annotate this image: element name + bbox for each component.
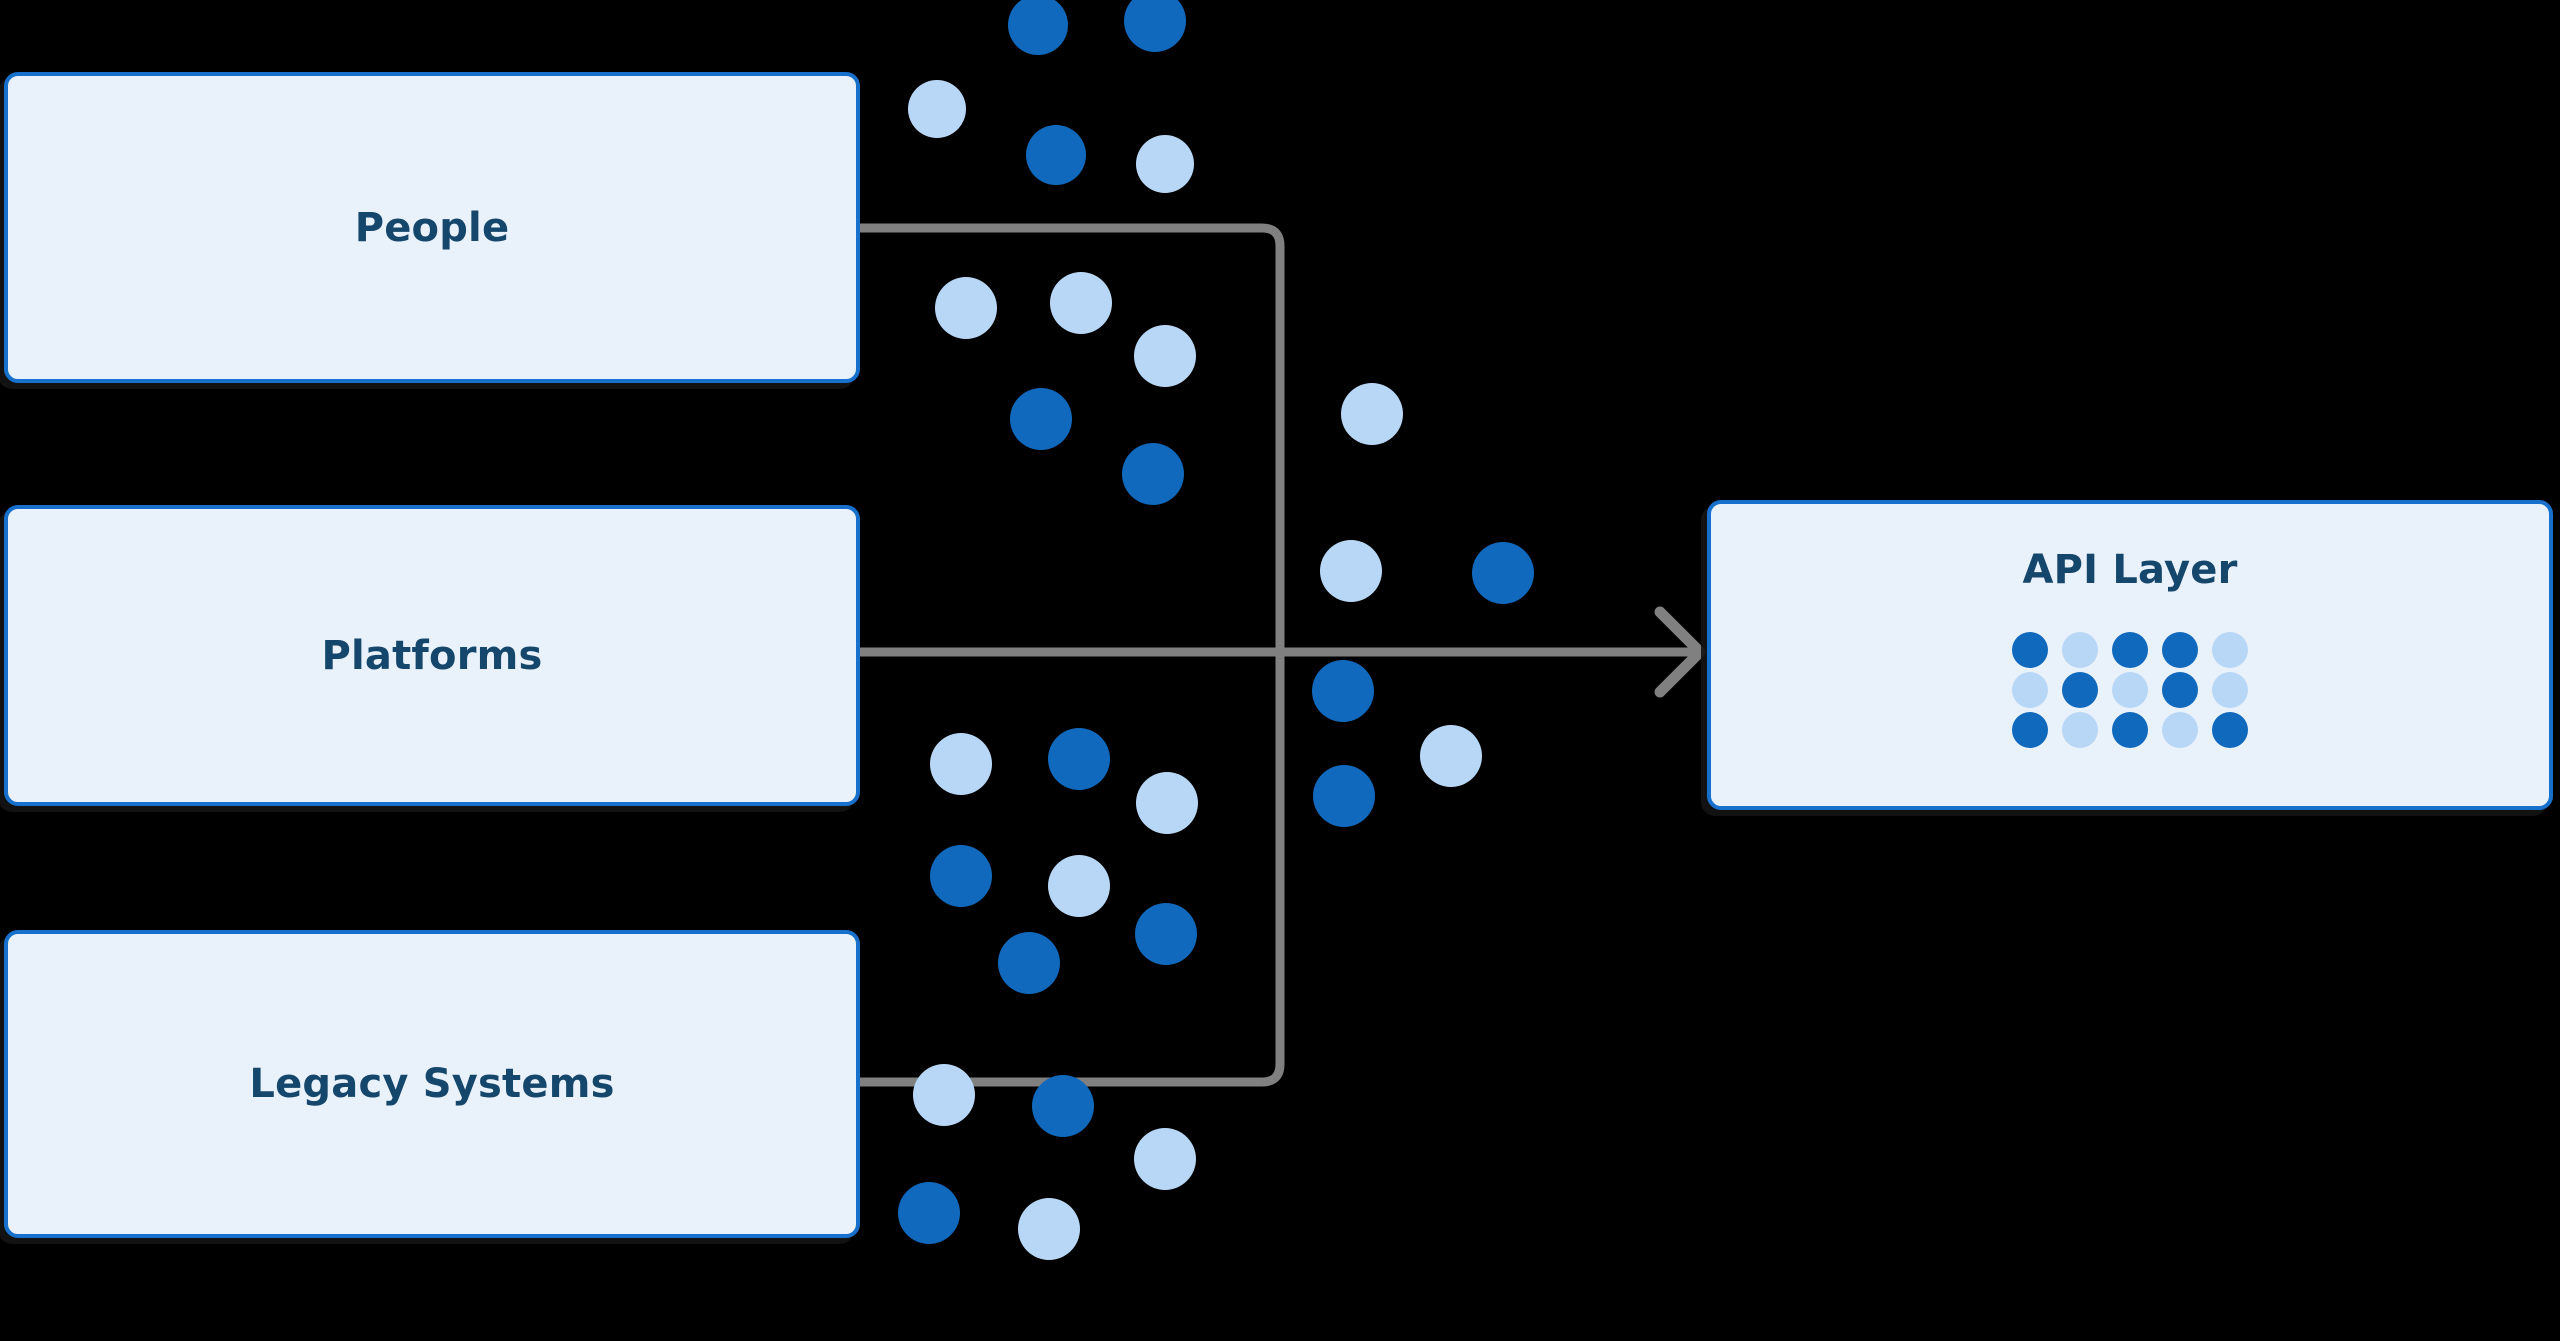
scatter-dot [1136, 772, 1198, 834]
node-legacy-systems-label: Legacy Systems [249, 1061, 615, 1107]
api-dot [2162, 672, 2198, 708]
scatter-dot [1320, 540, 1382, 602]
scatter-dot [1312, 660, 1374, 722]
api-dot [2062, 712, 2098, 748]
scatter-dot [1050, 272, 1112, 334]
scatter-dot [1313, 765, 1375, 827]
node-platforms-label: Platforms [321, 632, 543, 679]
api-dot [2112, 712, 2148, 748]
scatter-dot [998, 932, 1060, 994]
node-api-layer[interactable]: API Layer [1707, 500, 2553, 810]
scatter-dot [1048, 728, 1110, 790]
api-dot [2162, 712, 2198, 748]
api-dot [2062, 632, 2098, 668]
node-api-layer-label: API Layer [2022, 547, 2238, 593]
scatter-dot [1420, 725, 1482, 787]
node-people-label: People [354, 204, 510, 251]
scatter-dot [908, 80, 966, 138]
scatter-dot [1032, 1075, 1094, 1137]
node-platforms[interactable]: Platforms [4, 505, 860, 806]
api-dot [2212, 632, 2248, 668]
scatter-dot [898, 1182, 960, 1244]
scatter-dot [1134, 1128, 1196, 1190]
scatter-dot [1048, 855, 1110, 917]
scatter-dot [1135, 903, 1197, 965]
scatter-dot [930, 733, 992, 795]
scatter-dot [1341, 383, 1403, 445]
scatter-dot [1136, 135, 1194, 193]
api-dot [2212, 672, 2248, 708]
api-dot [2212, 712, 2248, 748]
arrow-head-chevron [1654, 606, 1706, 698]
arrow-head [1654, 606, 1706, 698]
api-dot [2062, 672, 2098, 708]
api-dot [2012, 632, 2048, 668]
api-dot-grid [2005, 630, 2255, 750]
node-legacy-systems[interactable]: Legacy Systems [4, 930, 860, 1238]
api-dot [2012, 712, 2048, 748]
api-dot [2012, 672, 2048, 708]
scatter-dot [935, 277, 997, 339]
scatter-dot [1026, 125, 1086, 185]
scatter-dot [1010, 388, 1072, 450]
scatter-dot [1008, 0, 1068, 55]
api-dot [2162, 632, 2198, 668]
scatter-dot [930, 845, 992, 907]
scatter-dot [1134, 325, 1196, 387]
scatter-dot [1018, 1198, 1080, 1260]
api-dot [2112, 672, 2148, 708]
scatter-dot [1472, 542, 1534, 604]
scatter-dot [1124, 0, 1186, 52]
node-people[interactable]: People [4, 72, 860, 383]
api-dot [2112, 632, 2148, 668]
scatter-dot [1122, 443, 1184, 505]
scatter-dot [913, 1064, 975, 1126]
